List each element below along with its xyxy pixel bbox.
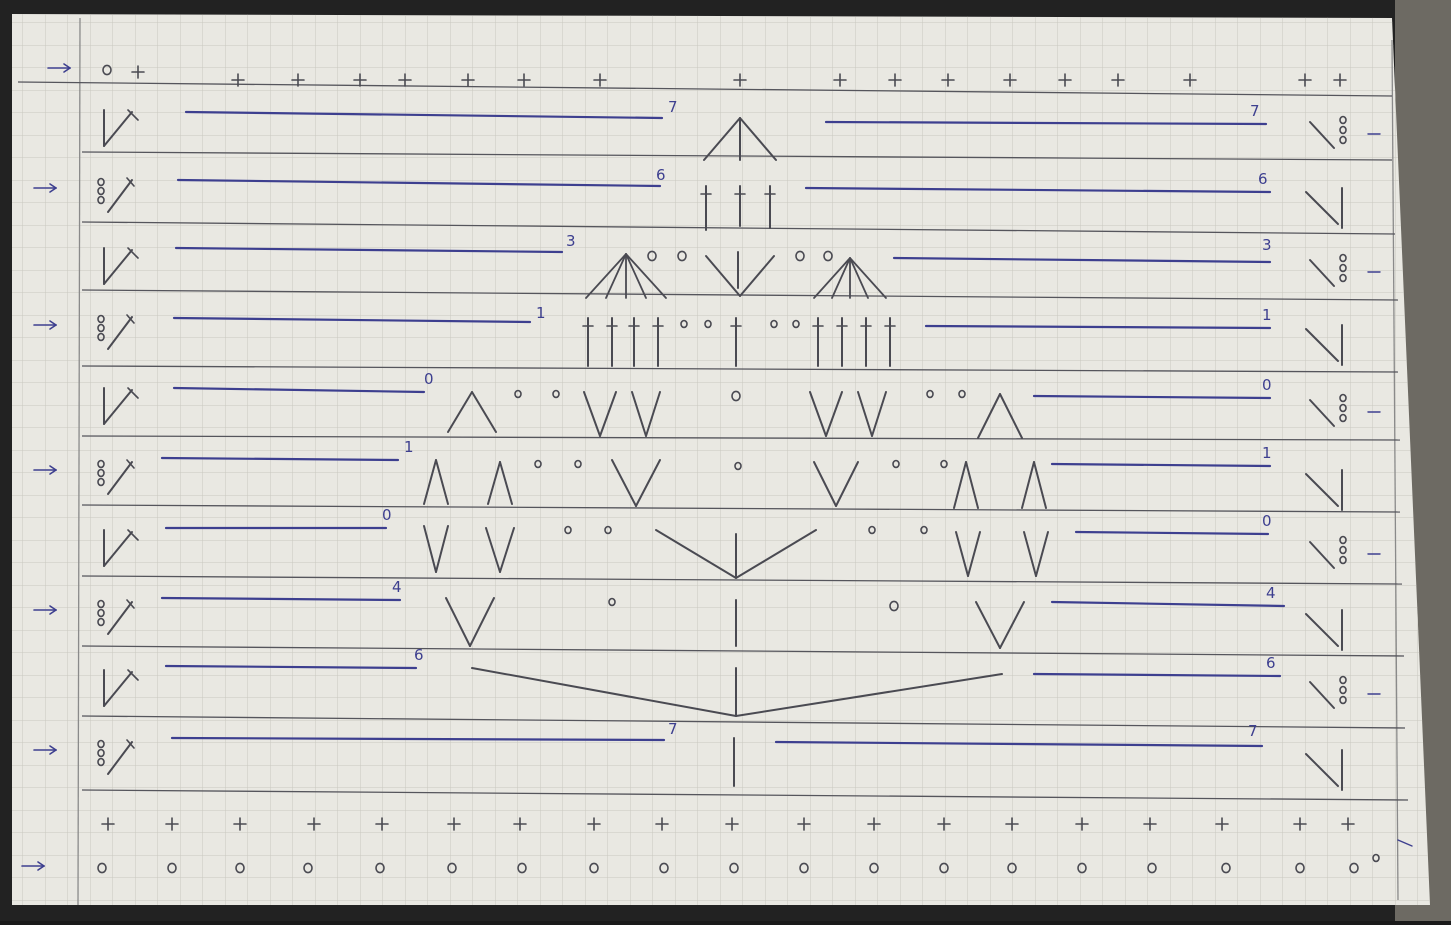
row-number: 3: [566, 232, 576, 250]
row-number: 6: [1258, 170, 1268, 188]
row-number: 0: [424, 370, 434, 388]
row-number: 6: [656, 166, 666, 184]
row-number: 7: [668, 720, 678, 738]
row-number: 0: [1262, 512, 1272, 530]
row-number: 1: [1262, 306, 1272, 324]
row-number: 7: [668, 98, 678, 116]
row-number: 3: [1262, 236, 1272, 254]
row-number: 6: [414, 646, 424, 664]
row-number: 0: [382, 506, 392, 524]
row-number: 7: [1250, 102, 1260, 120]
row-number: 4: [1266, 584, 1276, 602]
row-number: 6: [1266, 654, 1276, 672]
row-number: 7: [1248, 722, 1258, 740]
row-number: 1: [1262, 444, 1272, 462]
row-number: 4: [392, 578, 402, 596]
row-number: 0: [1262, 376, 1272, 394]
row-number: 1: [536, 304, 546, 322]
row-number: 1: [404, 438, 414, 456]
